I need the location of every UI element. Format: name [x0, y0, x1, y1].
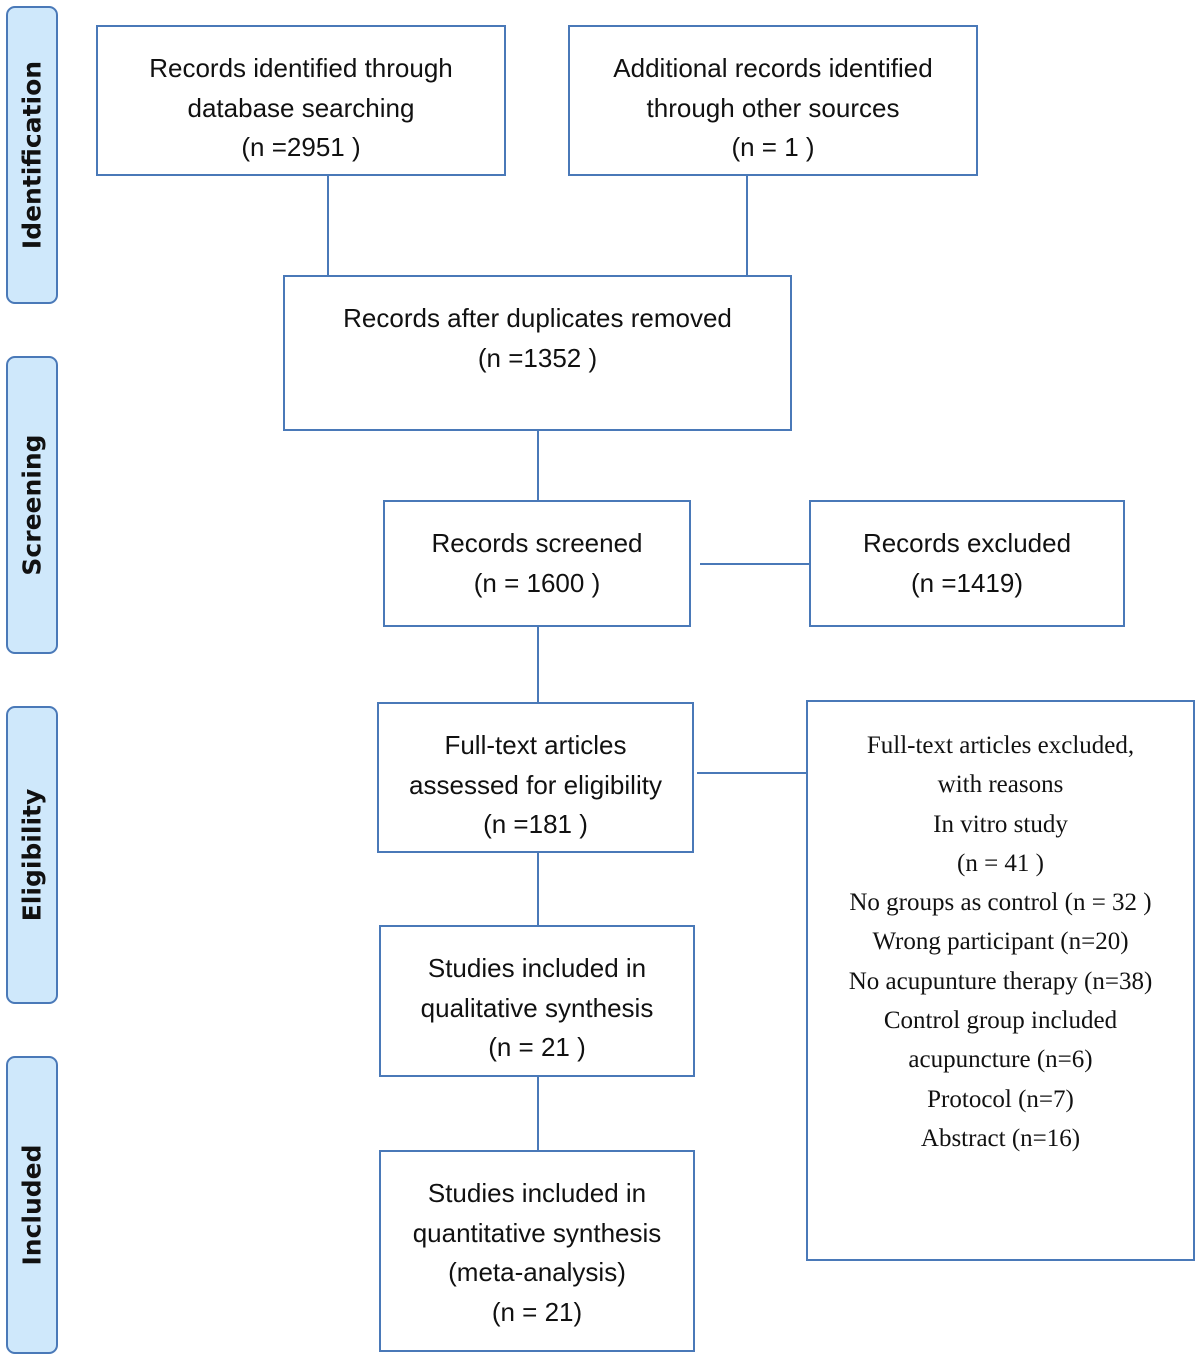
box-text-line: In vitro study: [933, 810, 1068, 838]
box-text-line: Additional records identified: [613, 53, 933, 83]
box-text-line: (n = 21 ): [488, 1032, 586, 1062]
connector-fulltext-to-excluded: [697, 772, 807, 774]
box-database-records: Records identified through database searc…: [96, 25, 506, 176]
box-text-line: Records identified through: [149, 53, 453, 83]
box-text-line: quantitative synthesis: [412, 1217, 662, 1248]
box-text-line: Abstract (n=16): [920, 1124, 1081, 1152]
box-text-line: Studies included in: [427, 953, 647, 983]
box-text-line: qualitative synthesis: [420, 992, 654, 1023]
connector-database-to-duplicates: [327, 175, 329, 276]
box-text-line: through other sources: [646, 92, 900, 123]
box-text-line: (n =2951 ): [241, 132, 361, 162]
box-quantitative-synthesis: Studies included in quantitative synthesi…: [379, 1150, 695, 1352]
box-other-sources: Additional records identified through oth…: [568, 25, 978, 176]
box-text-line: database searching: [187, 92, 415, 123]
box-text-line: (n =1352 ): [477, 342, 598, 373]
box-text-line: acupuncture (n=6): [908, 1046, 1093, 1074]
phase-identification-label: Identification: [17, 60, 47, 250]
box-text-line: Full-text articles excluded,: [866, 732, 1135, 759]
connector-screened-to-fulltext: [537, 626, 539, 703]
box-text-line: Studies included in: [427, 1178, 647, 1208]
connector-qualitative-to-quantitative: [537, 1076, 539, 1151]
box-qualitative-synthesis: Studies included in qualitative synthesis…: [379, 925, 695, 1077]
box-text-line: (n =1419): [910, 567, 1024, 598]
box-text-line: (n = 41 ): [957, 849, 1044, 877]
box-text-line: assessed for eligibility: [409, 769, 662, 800]
box-records-excluded: Records excluded (n =1419): [809, 500, 1125, 627]
box-text-line: No acupunture therapy (n=38): [848, 967, 1153, 995]
box-text-line: Wrong participant (n=20): [872, 928, 1129, 956]
connector-other-to-duplicates: [746, 175, 748, 276]
box-text-line: No groups as control (n = 32 ): [849, 889, 1152, 917]
box-text-line: Protocol (n=7): [927, 1085, 1074, 1113]
box-records-screened: Records screened (n = 1600 ): [383, 500, 691, 627]
connector-screened-to-excluded: [700, 563, 810, 565]
box-text-line: (meta-analysis): [448, 1257, 626, 1287]
box-text-line: Records after duplicates removed: [343, 303, 732, 333]
connector-fulltext-to-qualitative: [537, 852, 539, 926]
box-full-text-assessed: Full-text articles assessed for eligibili…: [377, 702, 694, 853]
phase-included-label: Included: [17, 1144, 47, 1266]
box-text-line: (n = 1 ): [731, 132, 815, 162]
box-text-line: Records excluded: [862, 528, 1072, 558]
connector-duplicates-to-screened: [537, 430, 539, 501]
box-text-line: Records screened: [431, 528, 643, 558]
box-duplicates-removed: Records after duplicates removed (n =1352…: [283, 275, 792, 431]
box-text-line: (n = 21): [491, 1296, 583, 1327]
phase-screening-label: Screening: [17, 434, 47, 576]
phase-eligibility-label: Eligibility: [17, 788, 47, 922]
phase-identification: Identification: [6, 6, 58, 304]
box-text-line: Full-text articles: [444, 730, 627, 760]
box-text-line: (n = 1600 ): [473, 567, 601, 598]
phase-screening: Screening: [6, 356, 58, 654]
box-text-line: with reasons: [937, 771, 1064, 799]
box-full-text-excluded: Full-text articles excluded, with reasons…: [806, 700, 1195, 1261]
box-text-line: (n =181 ): [483, 809, 588, 839]
phase-eligibility: Eligibility: [6, 706, 58, 1004]
box-text-line: Control group included: [883, 1007, 1118, 1035]
phase-included: Included: [6, 1056, 58, 1354]
